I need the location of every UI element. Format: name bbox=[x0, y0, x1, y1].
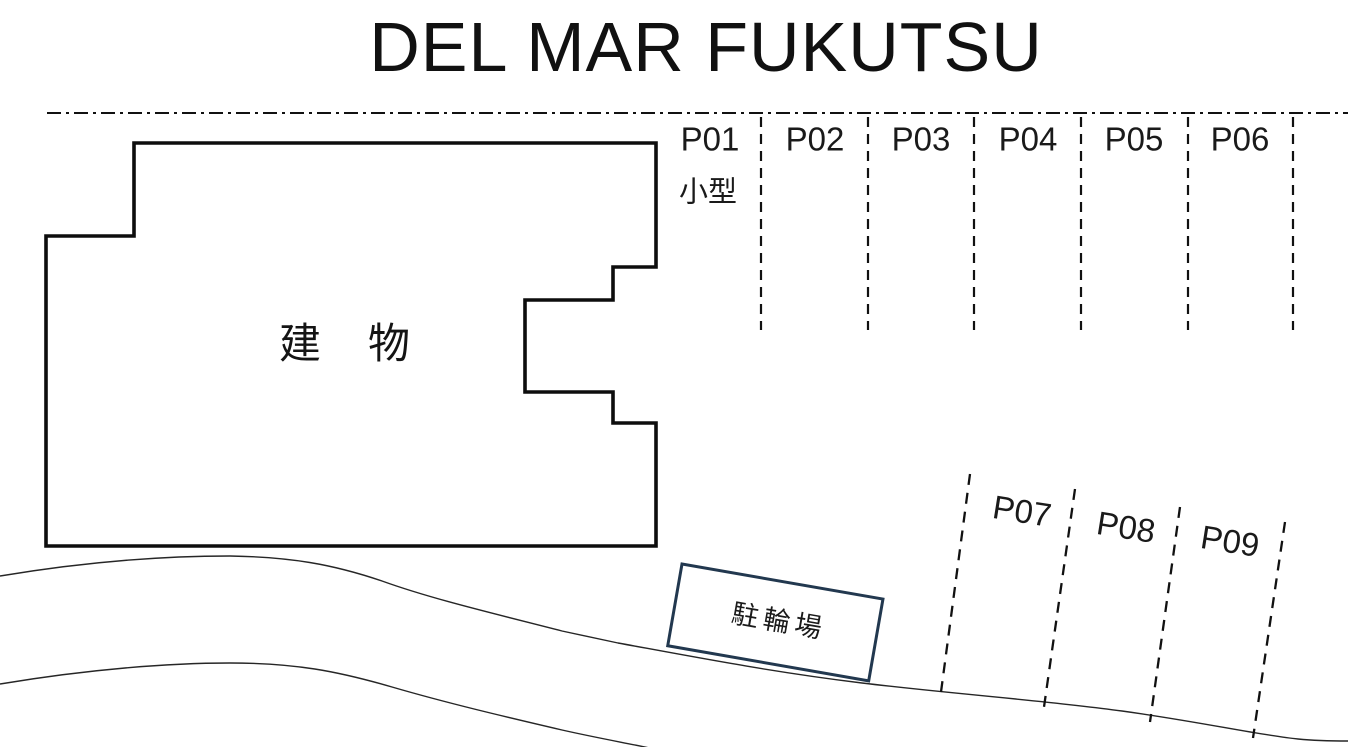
road-edge-lower bbox=[0, 662, 649, 747]
parking-space-label-p05: P05 bbox=[1104, 120, 1164, 158]
parking-space-label-p06: P06 bbox=[1210, 120, 1270, 158]
road-edge-upper bbox=[0, 555, 1348, 742]
parking-space-note-compact: 小型 bbox=[678, 176, 738, 209]
parking-space-label-p02: P02 bbox=[785, 120, 845, 158]
parking-space-label-p03: P03 bbox=[891, 120, 951, 158]
building-label: 建物 bbox=[279, 320, 458, 367]
parking-divider bbox=[1148, 506, 1182, 723]
parking-space-label-p08: P08 bbox=[1094, 504, 1158, 550]
bicycle-parking-box bbox=[665, 562, 885, 683]
parking-divider bbox=[939, 473, 972, 693]
parking-space-label-p01: P01 bbox=[680, 120, 740, 158]
parking-space-label-p04: P04 bbox=[998, 120, 1058, 158]
parking-dividers-top-row bbox=[759, 117, 1295, 330]
bicycle-parking-outline bbox=[665, 562, 885, 683]
parking-space-label-p09: P09 bbox=[1198, 518, 1262, 564]
building-outline bbox=[44, 141, 658, 548]
page-title: DEL MAR FUKUTSU bbox=[369, 8, 1043, 86]
parking-divider bbox=[1251, 521, 1287, 739]
parking-dividers-bottom-row bbox=[939, 473, 1287, 739]
parking-space-label-p07: P07 bbox=[990, 488, 1054, 534]
